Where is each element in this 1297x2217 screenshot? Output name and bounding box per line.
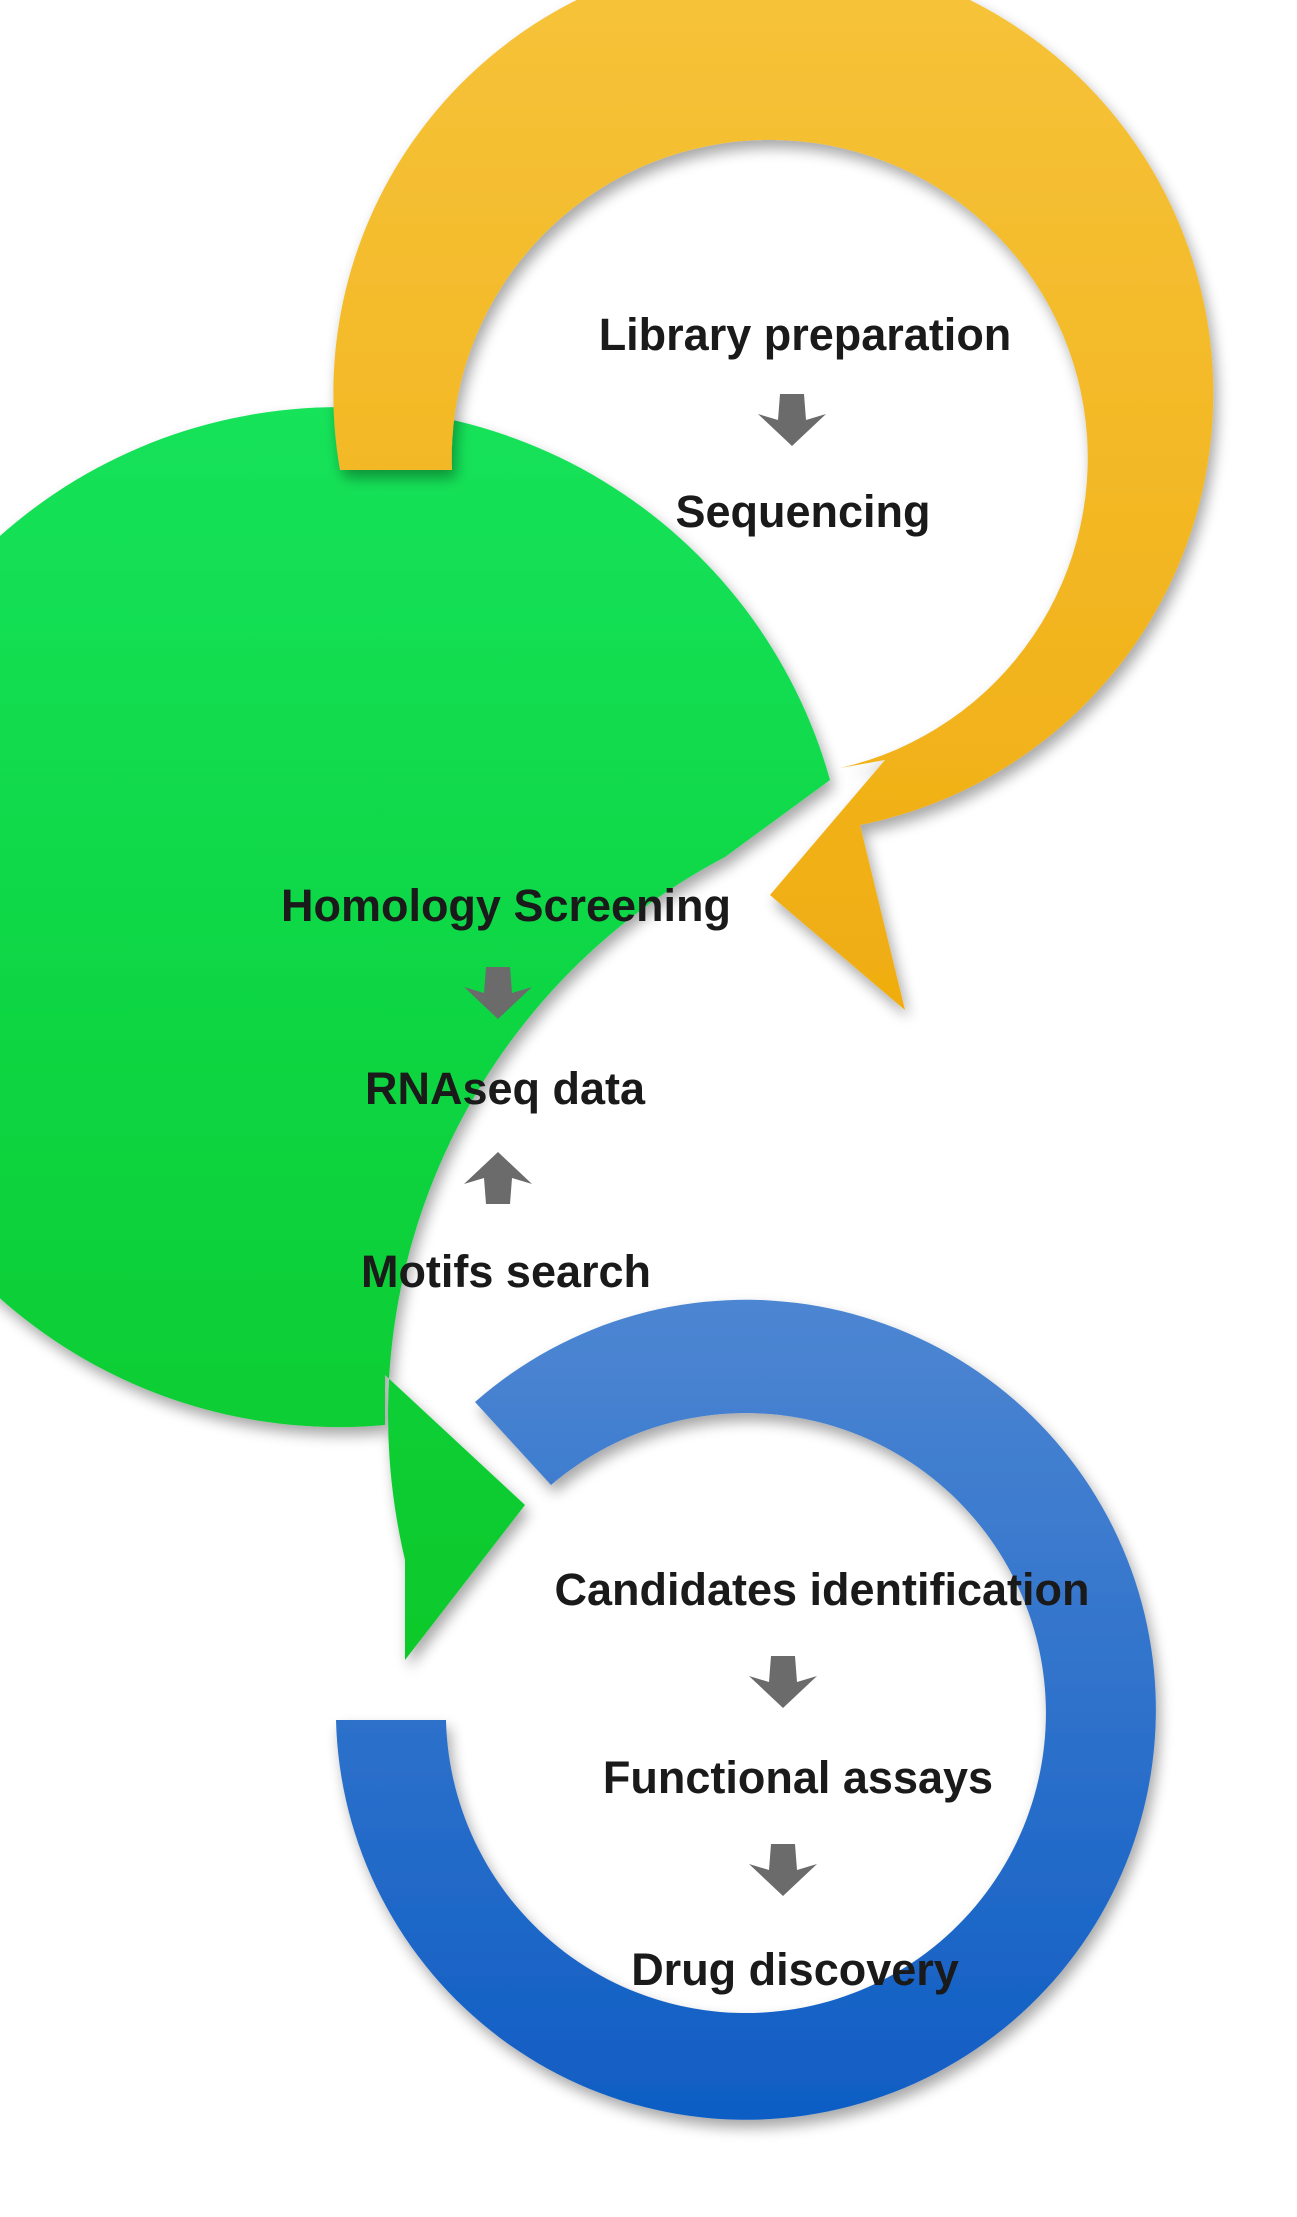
green-ring	[0, 407, 830, 1660]
step-candidates-identification: Candidates identification	[554, 1564, 1089, 1615]
arrow-assays-to-drug	[749, 1844, 817, 1896]
yellow-ring	[333, 0, 1214, 1010]
step-homology-screening: Homology Screening	[281, 880, 731, 931]
blue-cycle-arrow	[336, 1299, 1156, 2120]
arrow-candidates-to-assays	[749, 1656, 817, 1708]
blue-ring	[336, 1299, 1156, 2120]
yellow-cycle-arrow	[333, 0, 1214, 1010]
step-sequencing: Sequencing	[675, 486, 930, 537]
step-arrows	[464, 394, 826, 1896]
step-motifs-search: Motifs search	[361, 1246, 651, 1297]
arrow-motifs-to-rnaseq	[464, 1152, 532, 1204]
step-library-preparation: Library preparation	[599, 309, 1012, 360]
arrow-homology-to-rnaseq	[464, 967, 532, 1019]
step-drug-discovery: Drug discovery	[631, 1944, 959, 1995]
step-rnaseq-data: RNAseq data	[365, 1063, 646, 1114]
arrow-library-to-sequencing	[758, 394, 826, 446]
green-cycle-arrow	[0, 407, 830, 1660]
step-functional-assays: Functional assays	[603, 1752, 993, 1803]
